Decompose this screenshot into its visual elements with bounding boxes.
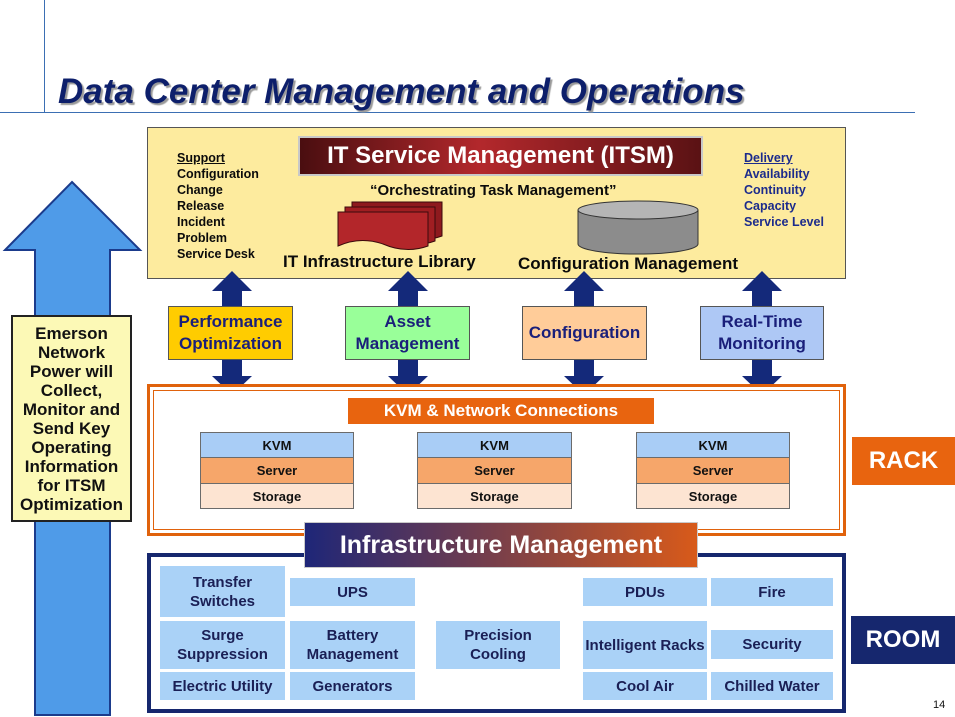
support-item: Release (177, 199, 225, 213)
precision-cooling-cell: Precision Cooling (436, 621, 560, 669)
support-item: Change (177, 183, 223, 197)
config-mgmt-label: Configuration Management (518, 254, 739, 273)
itsm-banner: IT Service Management (ITSM) (298, 136, 703, 176)
intelligent-racks-cell: Intelligent Racks (583, 621, 707, 669)
electric-utility-cell: Electric Utility (160, 672, 285, 700)
surge-suppression-cell: Surge Suppression (160, 621, 285, 669)
cool-air-cell: Cool Air (583, 672, 707, 700)
support-item: Problem (177, 231, 228, 245)
generators-cell: Generators (290, 672, 415, 700)
page-title: Data Center Management and Operations (58, 72, 745, 111)
support-item: Configuration (177, 167, 259, 181)
database-icon (577, 200, 699, 255)
battery-management-cell: Battery Management (290, 621, 415, 669)
storage-cell: Storage (200, 483, 354, 509)
itsm-tagline: “Orchestrating Task Management” (370, 182, 617, 199)
storage-cell: Storage (636, 483, 790, 509)
header-horizontal-rule (0, 112, 915, 113)
delivery-item: Availability (744, 167, 810, 181)
support-item: Incident (177, 215, 225, 229)
server-cell: Server (200, 457, 354, 484)
server-cell: Server (636, 457, 790, 484)
storage-cell: Storage (417, 483, 572, 509)
room-tag: ROOM (851, 616, 955, 664)
delivery-item: Capacity (744, 199, 797, 213)
kvm-cell: KVM (417, 432, 572, 458)
support-item: Service Desk (177, 247, 255, 261)
header-vertical-rule (44, 0, 45, 112)
delivery-item: Service Level (744, 215, 824, 229)
asset-management-box: Asset Management (345, 306, 470, 360)
documents-icon (337, 201, 443, 250)
support-list: Support Configuration Change Release Inc… (177, 150, 259, 262)
performance-optimization-box: Performance Optimization (168, 306, 293, 360)
itil-label: IT Infrastructure Library (283, 252, 476, 271)
security-cell: Security (711, 630, 833, 659)
fire-cell: Fire (711, 578, 833, 606)
delivery-list: Delivery Availability Continuity Capacit… (744, 150, 824, 230)
ups-cell: UPS (290, 578, 415, 606)
chilled-water-cell: Chilled Water (711, 672, 833, 700)
kvm-cell: KVM (636, 432, 790, 458)
support-heading: Support (177, 151, 225, 165)
real-time-monitoring-box: Real-Time Monitoring (700, 306, 824, 360)
emerson-callout: Emerson Network Power will Collect, Moni… (11, 315, 132, 522)
delivery-heading: Delivery (744, 151, 793, 165)
pdus-cell: PDUs (583, 578, 707, 606)
page-number: 14 (933, 699, 946, 711)
rack-tag: RACK (852, 437, 955, 485)
kvm-network-banner: KVM & Network Connections (348, 398, 654, 424)
server-cell: Server (417, 457, 572, 484)
kvm-cell: KVM (200, 432, 354, 458)
delivery-item: Continuity (744, 183, 806, 197)
infrastructure-banner: Infrastructure Management (304, 522, 698, 568)
transfer-switches-cell: Transfer Switches (160, 566, 285, 617)
configuration-box: Configuration (522, 306, 647, 360)
